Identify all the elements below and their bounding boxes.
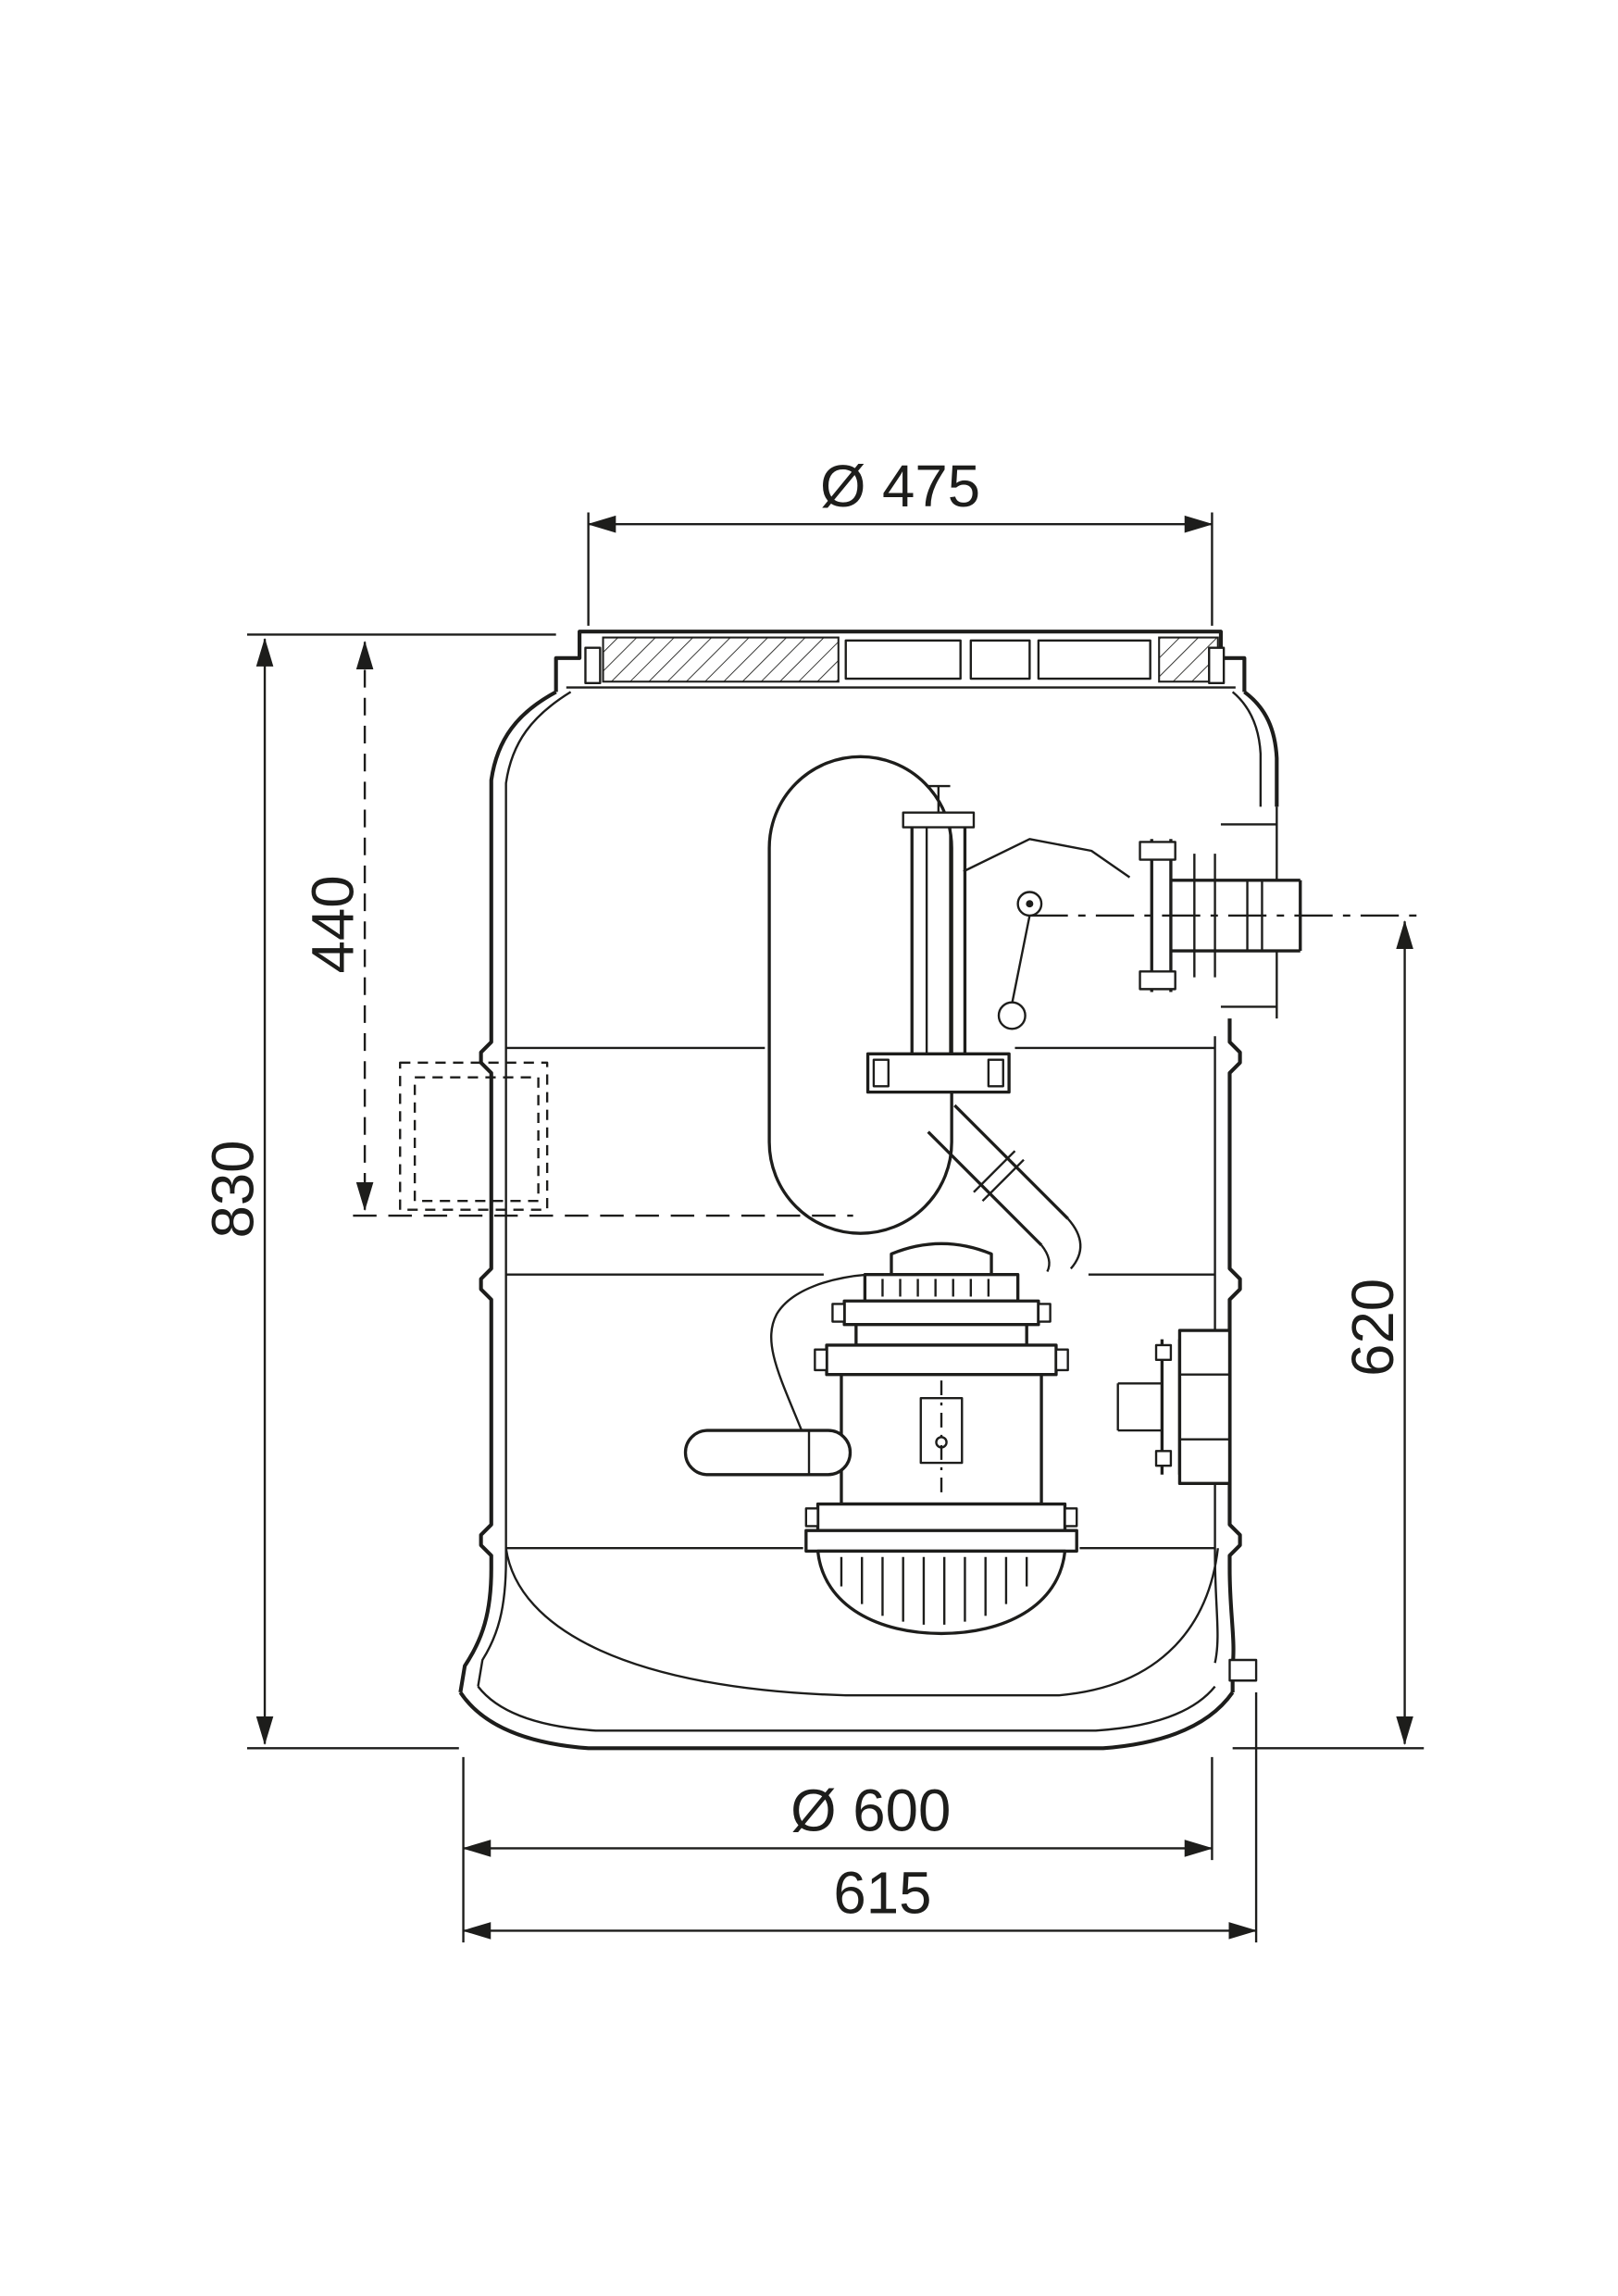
left-wall-outer: [458, 690, 557, 1693]
dim-label-outlet-height: 620: [1340, 1279, 1406, 1377]
motor-fins: [881, 1279, 990, 1297]
lid-hatching-left: [602, 636, 840, 683]
valve-ball-weight: [997, 1001, 1027, 1030]
lid-outline: [554, 630, 1247, 693]
pump-volute-flange: [815, 1502, 1067, 1532]
float-body: [683, 1429, 853, 1477]
tank: [353, 630, 1279, 1751]
optional-inlet-marking: [353, 1061, 853, 1217]
side-port: [1116, 1329, 1232, 1485]
dim-outlet-height: 620: [1232, 919, 1425, 1750]
dim-label-overall-height: 830: [200, 1140, 266, 1238]
suction-strainer: [815, 1549, 1067, 1636]
pump-flange-upper: [825, 1343, 1058, 1377]
right-wall-lower-inner: [1214, 1036, 1219, 1664]
dim-overall-height: 830: [200, 633, 556, 1750]
right-wall-lower-outer: [1227, 1018, 1242, 1692]
internal-pipe-loop: [767, 755, 953, 1235]
tank-weld-lines: [505, 1046, 1215, 1550]
dim-label-base-width: 615: [833, 1860, 931, 1926]
tank-floor: [504, 1548, 1219, 1697]
right-wall-upper-outer: [1243, 690, 1279, 807]
motor-cap: [863, 1272, 1020, 1303]
valve-flange: [865, 1052, 1011, 1094]
dim-label-inlet-height: 440: [300, 875, 366, 973]
base-rim-outer: [458, 1691, 1235, 1751]
valve-column: [865, 784, 1011, 1094]
internals: [683, 755, 1425, 1636]
tank-base: [458, 1548, 1258, 1751]
lid-bolt-right: [1208, 646, 1226, 685]
float-switch: [683, 1273, 868, 1477]
dimensions: Ø 475 830 440 620 Ø 600: [200, 454, 1425, 1943]
base-side-tab: [1228, 1658, 1258, 1682]
lid-bolt-left: [584, 646, 602, 685]
dim-label-top-diameter: Ø 475: [820, 454, 980, 519]
float-cable: [770, 1273, 868, 1431]
dim-top-diameter: Ø 475: [587, 454, 1214, 626]
base-rim-inner: [477, 1685, 1216, 1732]
pump: [804, 1242, 1078, 1636]
tank-lid: [554, 630, 1247, 693]
dim-base-width: 615: [462, 1691, 1258, 1943]
dim-tank-diameter: Ø 600: [462, 1756, 1214, 1943]
right-wall-upper-inner: [1231, 691, 1263, 807]
dim-label-tank-diameter: Ø 600: [790, 1778, 951, 1843]
valve-lever: [963, 838, 1131, 879]
outlet-assembly: [963, 806, 1425, 1030]
lid-vent-slots: [844, 639, 1151, 680]
strainer-slots: [840, 1556, 1028, 1625]
tank-walls: [458, 690, 1279, 1693]
pump-handle: [890, 1242, 993, 1277]
left-wall-inner: [477, 691, 572, 1687]
discharge-pipe: [927, 1104, 1082, 1273]
dim-inlet-height: 440: [300, 641, 374, 1212]
